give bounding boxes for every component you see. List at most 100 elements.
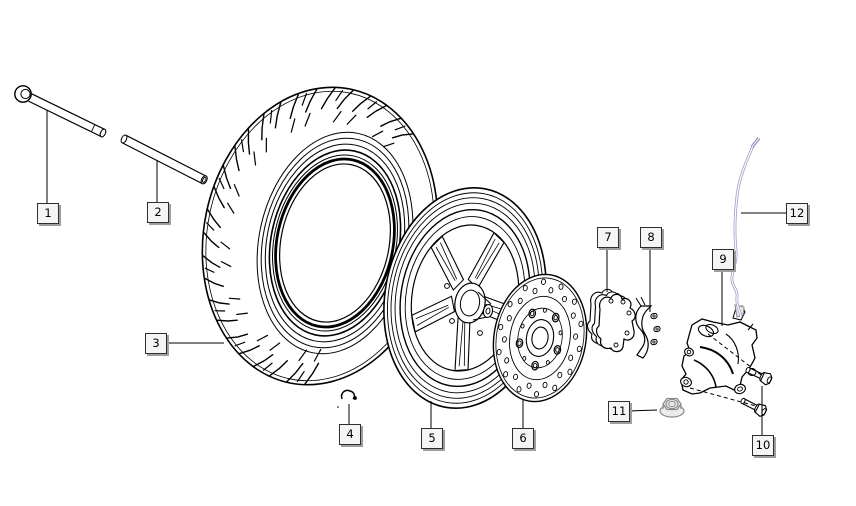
tread-mark-edge bbox=[269, 109, 273, 124]
front-axle bbox=[14, 85, 107, 138]
callout-button-12[interactable]: 12 bbox=[786, 203, 808, 224]
disc-hole bbox=[558, 283, 564, 290]
valve-clip bbox=[337, 389, 357, 408]
brake-hose bbox=[730, 137, 761, 318]
tread-mark-inner bbox=[371, 130, 384, 138]
disc-hole bbox=[516, 386, 522, 393]
callout-button-3[interactable]: 3 bbox=[145, 333, 167, 354]
callout-button-8[interactable]: 8 bbox=[640, 227, 662, 248]
tread-mark-inner bbox=[256, 334, 269, 342]
tread-mark-inner bbox=[253, 151, 257, 166]
tread-mark bbox=[226, 333, 249, 339]
tread-mark-edge bbox=[218, 177, 225, 190]
disc-bolt-hole-inner bbox=[555, 347, 560, 353]
callout-button-4[interactable]: 4 bbox=[339, 424, 361, 445]
callout-button-11[interactable]: 11 bbox=[608, 401, 630, 422]
disc-hole bbox=[548, 287, 554, 294]
tread-mark bbox=[238, 345, 260, 355]
disc-bolt-hole bbox=[553, 345, 562, 355]
tread-mark-inner bbox=[220, 241, 231, 250]
tread-mark bbox=[352, 95, 371, 112]
tread-mark bbox=[202, 255, 221, 268]
tread-mark-inner bbox=[298, 349, 308, 362]
tread-mark bbox=[204, 277, 224, 287]
leader-lines bbox=[46, 110, 786, 435]
tread-mark bbox=[380, 117, 402, 127]
disc-bolt-hole bbox=[531, 360, 539, 371]
callout-button-9[interactable]: 9 bbox=[712, 249, 734, 270]
callout-button-7[interactable]: 7 bbox=[597, 227, 619, 248]
spoke-rib bbox=[440, 242, 458, 280]
tread-mark-inner bbox=[332, 110, 342, 123]
disc-hole bbox=[507, 301, 513, 308]
disc-hole bbox=[557, 371, 563, 379]
brake-disc bbox=[492, 273, 588, 403]
spoke-rib bbox=[476, 242, 500, 280]
spoke-rib bbox=[415, 304, 449, 320]
tread-mark-edge bbox=[301, 92, 308, 106]
tread-mark-inner bbox=[313, 348, 322, 362]
callout-button-10[interactable]: 10 bbox=[752, 435, 774, 456]
tread-mark-edge bbox=[205, 221, 215, 231]
disc-hole bbox=[506, 315, 512, 322]
disc-bolt-hole bbox=[551, 312, 560, 323]
tread-mark bbox=[320, 87, 336, 110]
brake-pads bbox=[587, 288, 636, 353]
disc-hole bbox=[534, 391, 539, 398]
disc-hole bbox=[570, 312, 576, 319]
tire bbox=[201, 86, 439, 386]
spoke-rib bbox=[416, 306, 449, 326]
tread-mark-inner bbox=[220, 260, 232, 268]
tread-mark bbox=[305, 88, 318, 113]
disc-hole bbox=[496, 348, 502, 356]
tread-mark bbox=[209, 299, 230, 305]
callout-button-5[interactable]: 5 bbox=[421, 428, 443, 449]
tread-mark bbox=[207, 208, 221, 229]
disc-hole bbox=[552, 384, 558, 392]
spoke-rib bbox=[463, 320, 466, 367]
disc-bolt-hole-inner bbox=[553, 314, 558, 321]
bolt-upper bbox=[745, 366, 773, 386]
disc-hole bbox=[526, 382, 532, 389]
tread-mark-inner bbox=[228, 297, 241, 300]
tread-mark bbox=[304, 362, 320, 385]
tread-mark-inner bbox=[290, 118, 296, 133]
disc-hole bbox=[571, 298, 577, 305]
disc-hole bbox=[522, 284, 528, 292]
disc-small-hole bbox=[558, 330, 563, 336]
tread-mark bbox=[216, 319, 238, 322]
tread-mark bbox=[336, 89, 354, 110]
tread-mark bbox=[274, 101, 282, 129]
disc-bolt-hole bbox=[515, 338, 524, 349]
tread-mark-inner bbox=[233, 183, 240, 197]
disc-hole bbox=[568, 354, 574, 361]
tread-mark-edge bbox=[394, 125, 406, 131]
disc-hole bbox=[567, 368, 573, 375]
tread-mark bbox=[391, 133, 414, 139]
disc-hole bbox=[498, 323, 504, 331]
disc-bolt-hole bbox=[528, 308, 537, 319]
disc-drilled-holes bbox=[496, 278, 584, 398]
tread-mark-inner bbox=[382, 142, 395, 148]
callout-button-6[interactable]: 6 bbox=[512, 428, 534, 449]
callout-button-1[interactable]: 1 bbox=[37, 203, 59, 224]
disc-small-hole bbox=[522, 355, 527, 361]
tread-mark-edge bbox=[262, 362, 273, 371]
spoke-rib bbox=[474, 238, 496, 279]
tread-mark bbox=[247, 128, 251, 155]
bolt-lower bbox=[740, 397, 768, 417]
callout-button-2[interactable]: 2 bbox=[147, 202, 169, 223]
brake-caliper bbox=[680, 305, 758, 395]
disc-hole bbox=[532, 287, 538, 295]
disc-small-hole bbox=[520, 323, 525, 329]
tread-mark-inner bbox=[346, 114, 357, 125]
spoke-rib bbox=[435, 246, 456, 281]
tread-mark bbox=[366, 105, 387, 118]
tread-mark bbox=[261, 113, 265, 141]
disc-hole bbox=[504, 357, 510, 364]
tire-tread bbox=[202, 87, 414, 385]
tread-mark-inner bbox=[236, 312, 248, 316]
disc-hole bbox=[541, 278, 546, 285]
